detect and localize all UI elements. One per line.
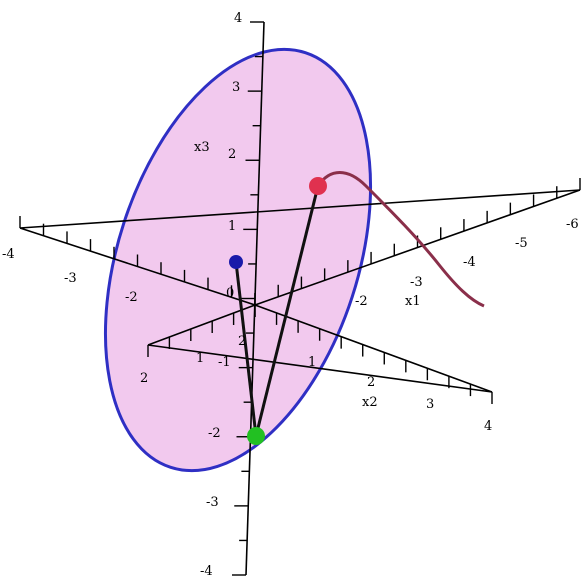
segment-green-red [254, 185, 320, 437]
x3-tick-label: 2 [228, 147, 236, 162]
tick-marks [19, 21, 581, 576]
x3-tick-label: -2 [208, 426, 221, 441]
x1-tick-label: -4 [463, 255, 476, 270]
x2-tick-label: 2 [367, 375, 375, 390]
x3-tick-label: -3 [206, 495, 219, 510]
segment-green-blue [234, 261, 258, 437]
blue-point [229, 255, 243, 269]
x1-tick-label: 2 [238, 334, 246, 349]
red-point [309, 177, 327, 195]
x2-axis-line-front [254, 304, 493, 393]
x3-tick-label: 3 [232, 80, 240, 95]
x1-tick-label: -2 [125, 290, 138, 305]
x2-tick-label: 1 [196, 351, 204, 366]
x3-axis-label: x3 [194, 140, 210, 155]
x2-tick-label: 3 [426, 397, 434, 412]
x2-axis-label: x2 [362, 395, 378, 410]
x2-axis-line-back [147, 304, 256, 346]
x1-tick-label: -2 [355, 294, 368, 309]
x2-tick-label: 2 [140, 371, 148, 386]
x3-tick-label: 4 [234, 11, 242, 26]
x2-tick-label: 4 [484, 419, 492, 434]
x1-tick-label: -3 [410, 275, 423, 290]
x3-tick-label: 0 [226, 286, 234, 301]
x2-tick-label: 1 [308, 355, 316, 370]
x3-tick-label: 1 [228, 219, 236, 234]
x2-axis-line [147, 344, 493, 393]
x3-tick-label: -1 [218, 355, 231, 370]
green-point [247, 427, 265, 445]
x3-tick-label: -4 [200, 564, 213, 579]
x1-tick-label: -4 [2, 247, 15, 262]
x1-tick-label: -3 [64, 271, 77, 286]
x1-axis-label: x1 [405, 294, 421, 309]
space-curve [316, 171, 485, 308]
x1-tick-label: -6 [566, 217, 579, 232]
x1-axis-line [19, 189, 581, 229]
x1-tick-label: -5 [515, 236, 528, 251]
x2-axis [147, 304, 493, 393]
